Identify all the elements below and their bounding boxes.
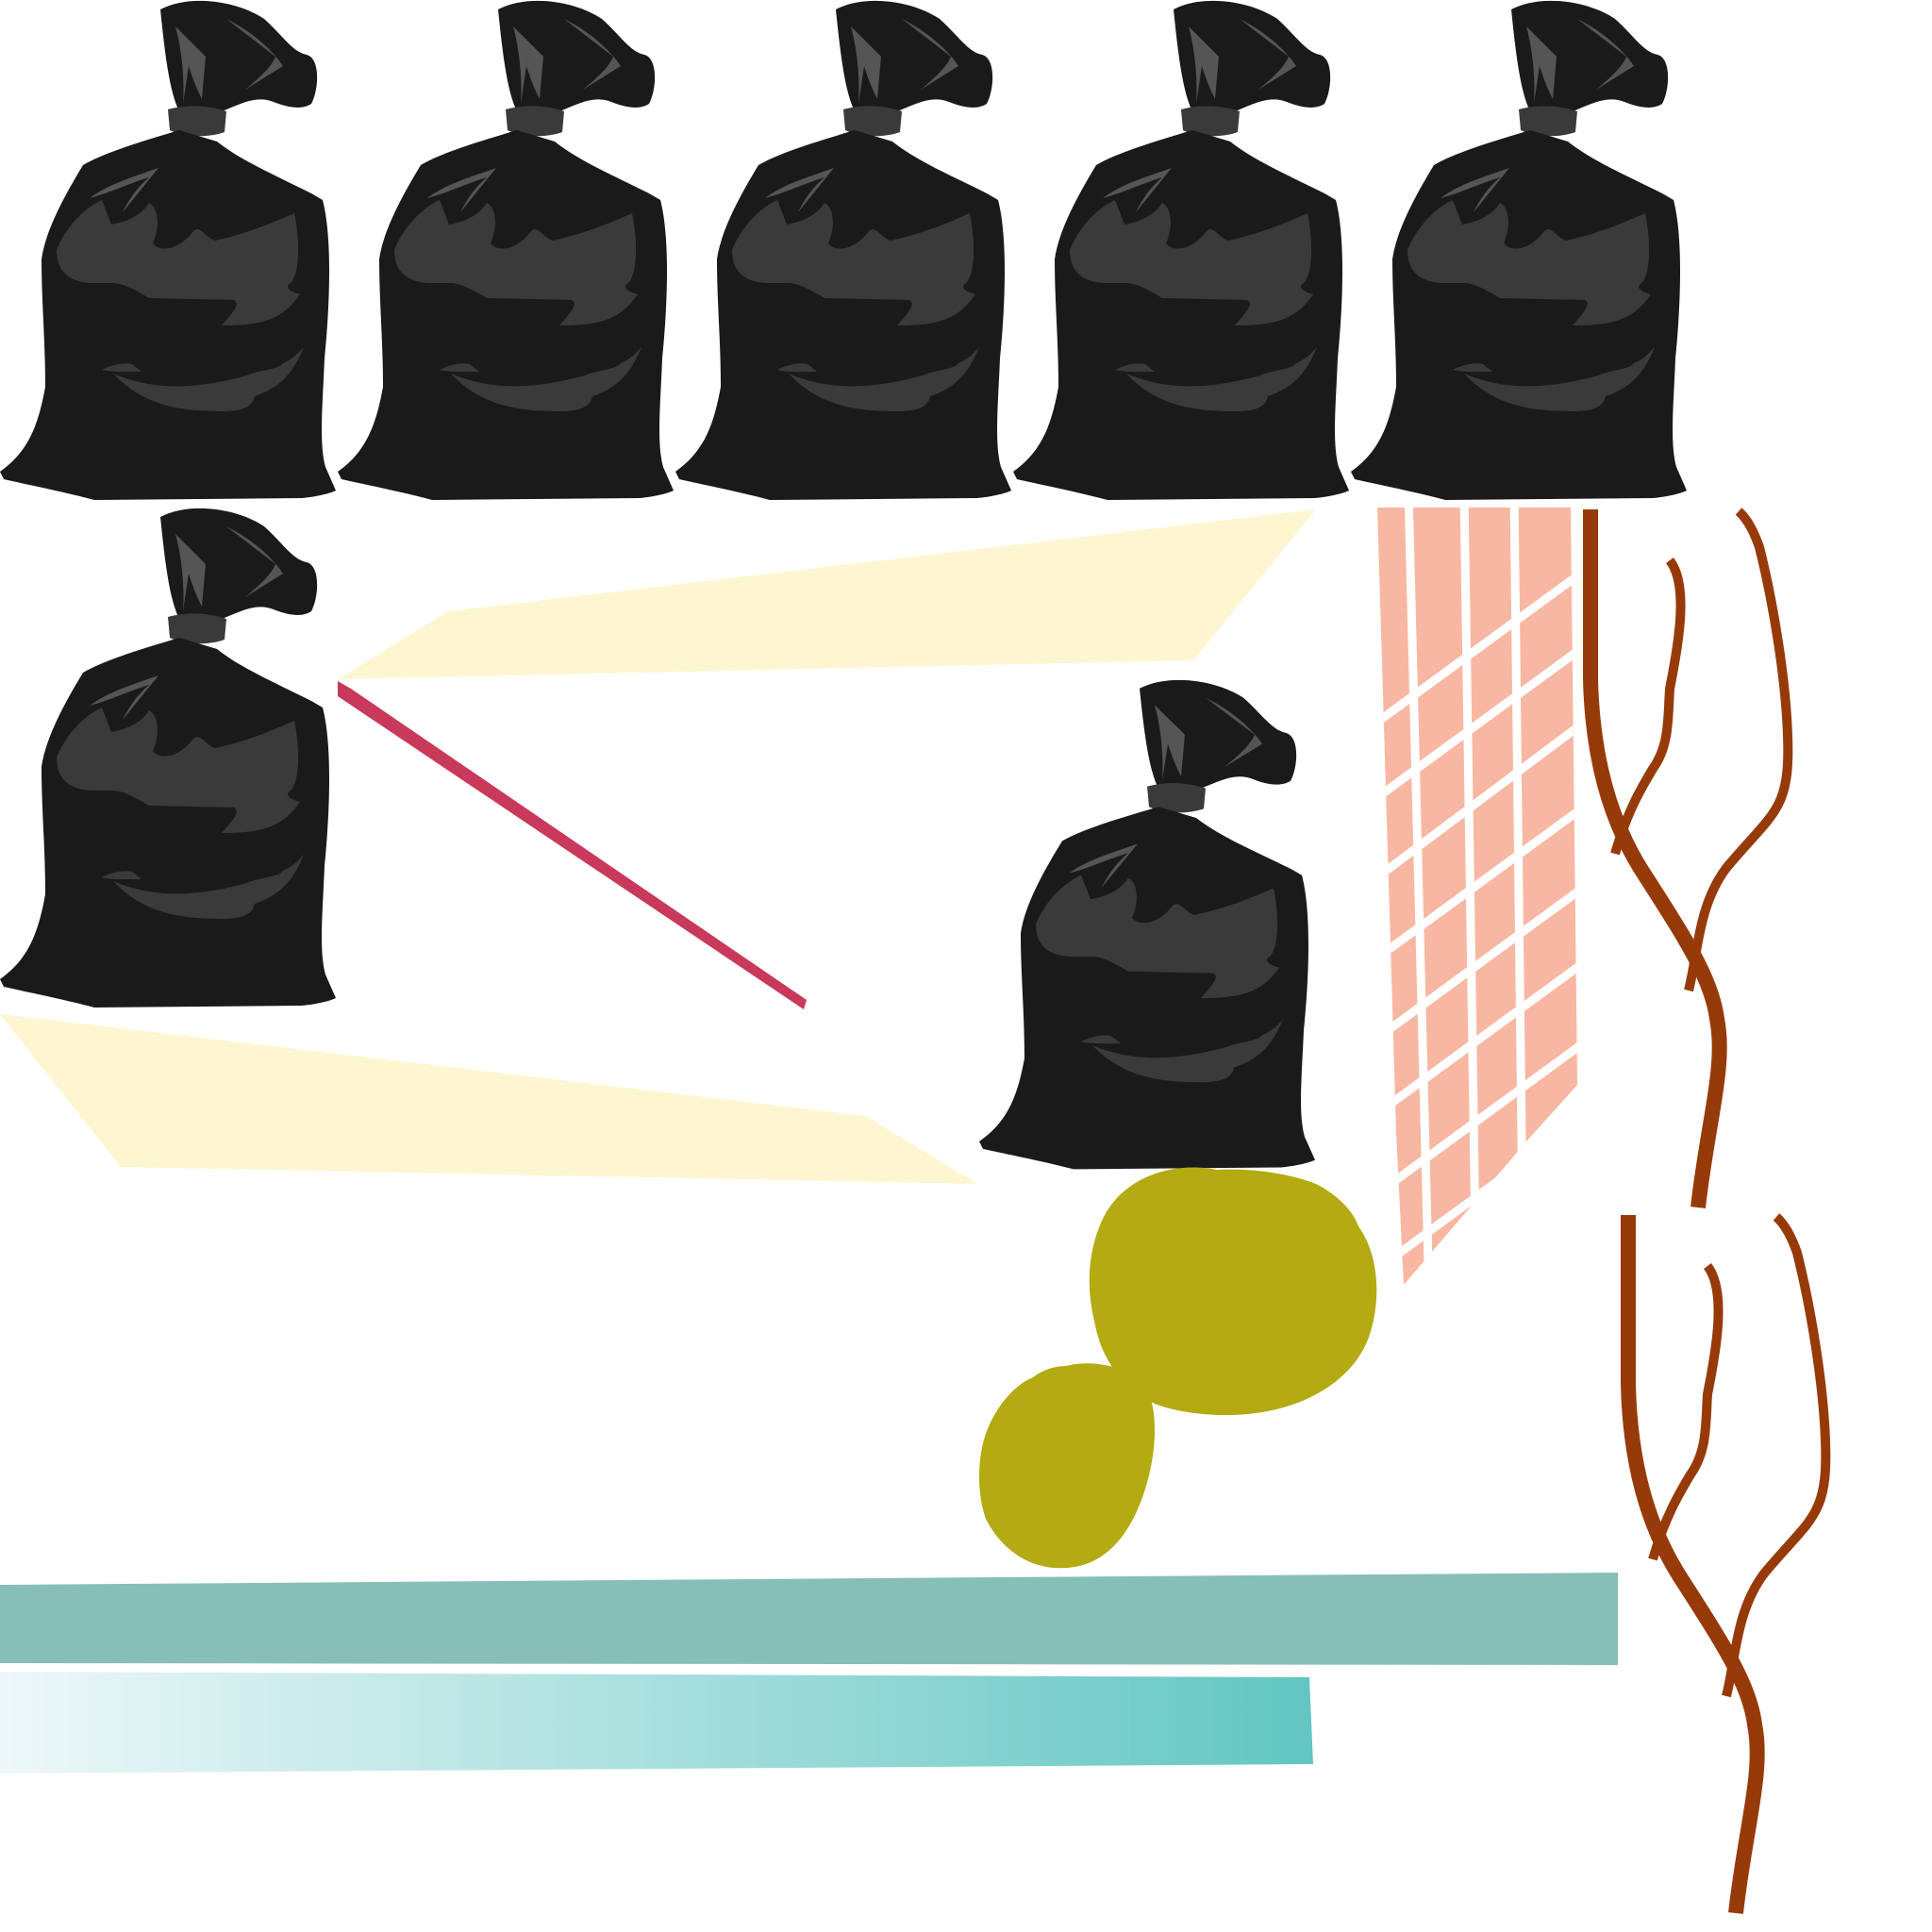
- plank-teal: [0, 1573, 1618, 1665]
- branches: [1583, 508, 1831, 1914]
- boulders: [978, 1167, 1377, 1569]
- branch-icon: [1621, 1213, 1831, 1914]
- sand-wedge-top: [338, 509, 1316, 679]
- garbage-bag-icon: [675, 0, 1011, 500]
- garbage-bag-icon: [338, 0, 674, 500]
- plank-gradient: [0, 1672, 1313, 1774]
- garbage-bag-icon: [1013, 0, 1349, 500]
- red-stick: [338, 681, 807, 1009]
- boulder-icon: [978, 1363, 1156, 1569]
- tile-wall: [1377, 508, 1577, 1285]
- sand-wedge-bottom: [0, 1014, 977, 1184]
- garbage-bag-icon: [0, 0, 336, 500]
- garbage-bag-icon: [0, 508, 336, 1008]
- branch-icon: [1583, 508, 1793, 1208]
- boulder-icon: [1089, 1167, 1377, 1415]
- garbage-bag-icon: [979, 679, 1315, 1170]
- garbage-bag-icon: [1351, 0, 1687, 500]
